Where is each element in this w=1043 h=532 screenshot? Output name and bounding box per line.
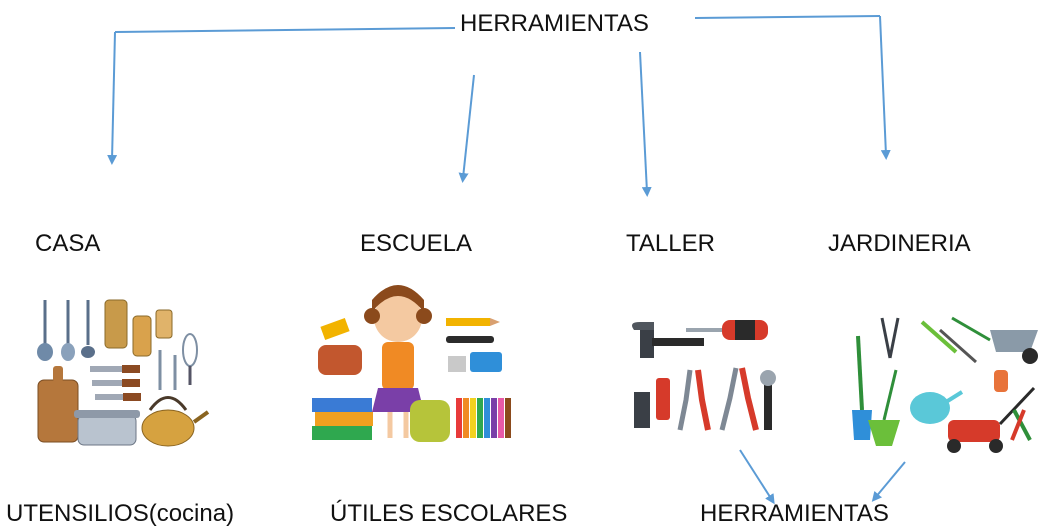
- gardening-tools-illustration: [852, 316, 1038, 453]
- kitchen-utensils-illustration: [37, 299, 210, 447]
- connector-line-left: [114, 27, 456, 33]
- arrow-taller-to-herramientas: [739, 449, 775, 505]
- category-taller: TALLER: [626, 230, 715, 257]
- category-casa: CASA: [35, 230, 101, 257]
- connector-line-right: [694, 15, 881, 19]
- label-utiles-escolares: ÚTILES ESCOLARES: [330, 500, 568, 527]
- root-title: HERRAMIENTAS: [460, 10, 649, 37]
- category-escuela: ESCUELA: [360, 230, 473, 257]
- school-supplies-illustration: [312, 285, 511, 442]
- workshop-tools-illustration: [632, 320, 776, 431]
- arrow-to-jardineria: [879, 15, 891, 160]
- arrow-jardineria-to-herramientas: [871, 461, 906, 502]
- label-herramientas: HERRAMIENTAS: [700, 500, 889, 527]
- arrow-to-taller: [639, 51, 652, 197]
- label-utensilios: UTENSILIOS(cocina): [6, 500, 235, 527]
- category-jardineria: JARDINERIA: [828, 230, 971, 257]
- arrow-to-escuela: [458, 74, 475, 183]
- arrow-to-casa: [107, 31, 118, 165]
